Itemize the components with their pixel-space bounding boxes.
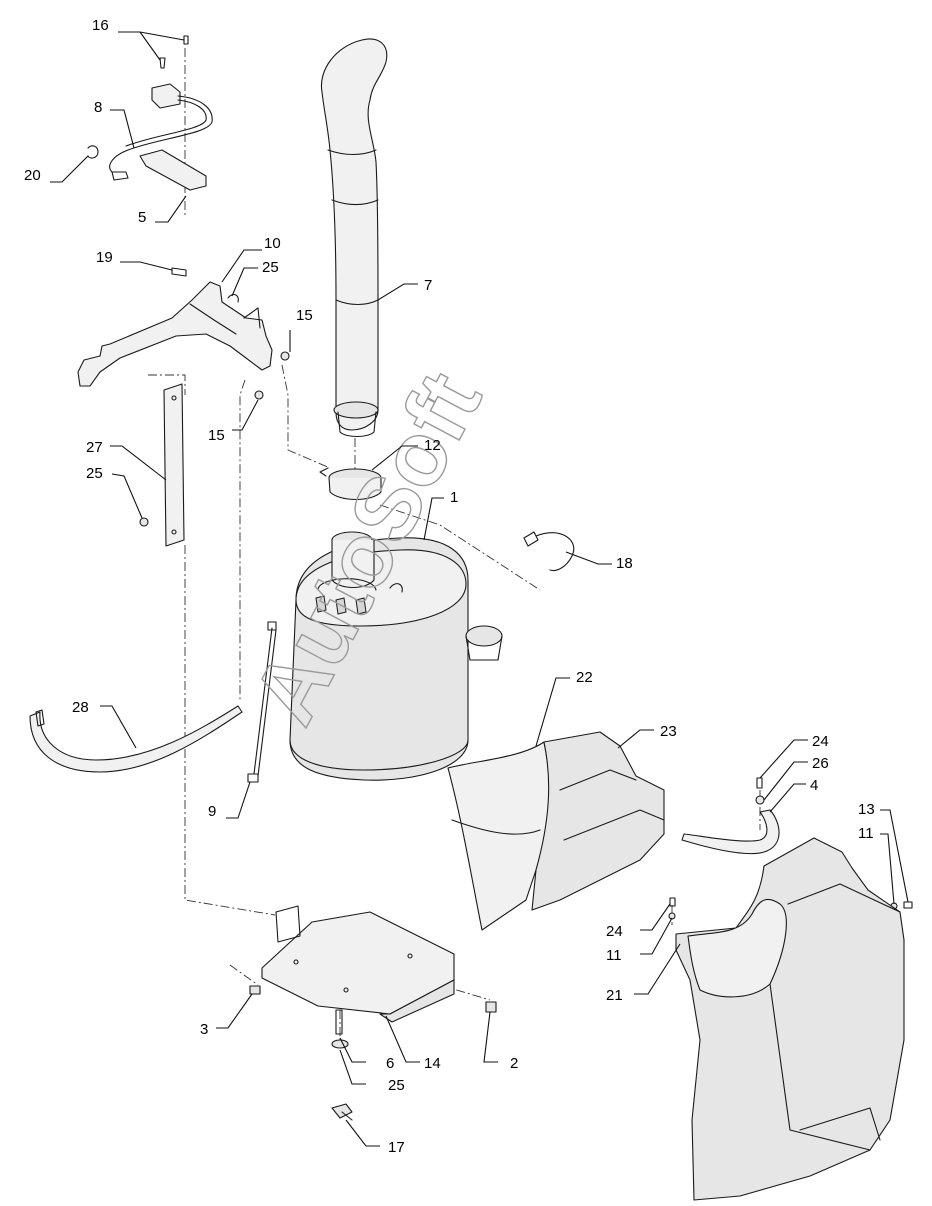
part-14-mounting-plate [261,905,455,1023]
callout-11-right: 11 [858,825,874,842]
part-19-bolt [171,267,187,277]
part-20-clip [87,145,99,159]
callout-25-left: 25 [86,465,103,482]
callout-22: 22 [576,669,593,686]
callout-26: 26 [812,755,829,772]
part-24-26-4-fasteners [681,777,780,855]
callout-1: 1 [450,489,458,506]
part-3-bolt [249,985,261,995]
part-2-bolt [485,1001,497,1013]
callout-13: 13 [858,801,875,818]
callout-16: 16 [92,17,109,34]
callout-9: 9 [208,803,216,820]
callout-labels: 16 8 20 5 19 10 25 15 15 7 27 25 12 1 18… [24,17,875,1156]
callout-6: 6 [386,1055,394,1072]
callout-12: 12 [424,437,441,454]
part-9-rod [247,621,277,783]
callout-18: 18 [616,555,633,572]
part-28-band-strap [29,705,243,773]
callout-17: 17 [388,1139,405,1156]
part-18-sensor-cable [523,531,575,572]
callout-21: 21 [606,987,623,1004]
callout-15-upper: 15 [296,307,313,324]
callout-24-upper: 24 [812,733,829,750]
callout-7: 7 [424,277,432,294]
part-27-strap-bar [163,383,185,547]
leader-lines [50,31,909,1147]
callout-3: 3 [200,1021,208,1038]
callout-8: 8 [94,99,102,116]
callout-20: 20 [24,167,41,184]
callout-23: 23 [660,723,677,740]
part-16-screws [159,35,189,69]
part-7-exhaust-pipe [320,38,388,438]
callout-4: 4 [810,777,818,794]
part-5-plate [139,149,207,191]
callout-19: 19 [96,249,113,266]
part-21-cover [675,837,905,1201]
part-24-11-fasteners [668,897,676,920]
part-10-bracket [77,281,273,387]
part-22-heat-shield [447,741,550,931]
part-23-housing [531,731,665,911]
part-15-nuts [254,351,290,400]
part-25-washer-bottom [331,1039,349,1049]
part-17-bolt [331,1103,353,1121]
callout-14: 14 [424,1055,441,1072]
part-6-bolt [335,1009,343,1035]
part-8-sensor-pipe [109,83,213,181]
assembly-lines [148,48,761,1040]
part-12-clamp [319,467,382,501]
callout-15-lower: 15 [208,427,225,444]
part-1-muffler [289,531,503,781]
callout-10: 10 [264,235,281,252]
callout-11-lower: 11 [606,947,622,964]
callout-25-bottom: 25 [388,1077,405,1094]
callout-27: 27 [86,439,103,456]
callout-24-lower: 24 [606,923,623,940]
part-25-washer-left [139,517,149,527]
callout-2: 2 [510,1055,518,1072]
callout-25-upper: 25 [262,259,279,276]
callout-28: 28 [72,699,89,716]
callout-5: 5 [138,209,146,226]
